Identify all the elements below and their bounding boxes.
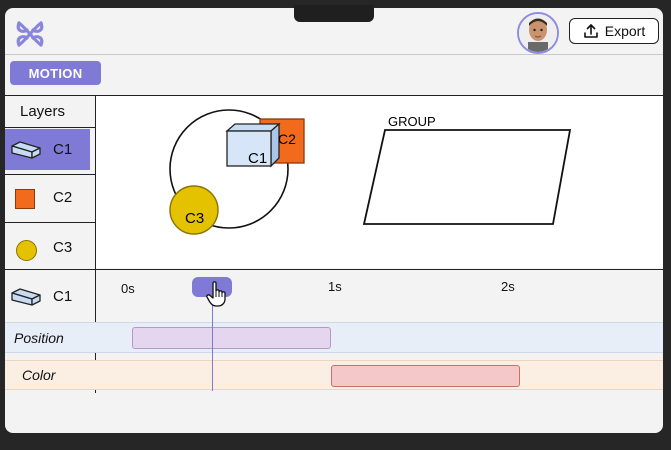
divider bbox=[5, 95, 663, 96]
camera-notch bbox=[294, 5, 374, 22]
layer-item-c1[interactable]: C1 bbox=[5, 129, 90, 170]
layer-label-c2: C2 bbox=[53, 189, 73, 206]
group-parallelogram-shape[interactable] bbox=[362, 129, 572, 225]
divider bbox=[5, 174, 96, 175]
design-canvas[interactable]: C2 C1 C3 GROUP bbox=[96, 96, 663, 268]
tick-0s: 0s bbox=[121, 281, 135, 296]
motion-mode-button[interactable]: MOTION bbox=[10, 61, 101, 85]
layers-title: Layers bbox=[20, 103, 66, 120]
c3-canvas-label: C3 bbox=[185, 210, 205, 227]
app-logo-icon[interactable] bbox=[13, 17, 47, 51]
playhead-line bbox=[212, 292, 213, 391]
layer-label-c1: C1 bbox=[53, 141, 73, 158]
app-screen: Export MOTION Layers C1 C2 bbox=[5, 8, 663, 433]
color-track: Color bbox=[5, 360, 663, 390]
divider bbox=[95, 95, 96, 393]
layer-item-c3[interactable]: C3 bbox=[5, 223, 95, 269]
square-icon bbox=[15, 189, 35, 209]
cube-icon bbox=[11, 288, 41, 306]
export-label: Export bbox=[604, 23, 646, 39]
circle-icon bbox=[16, 240, 37, 261]
timeline-layer-label: C1 bbox=[53, 288, 73, 305]
layer-label-c3: C3 bbox=[53, 239, 73, 256]
user-avatar[interactable] bbox=[517, 12, 559, 54]
c3-circle-shape[interactable] bbox=[169, 185, 219, 235]
divider bbox=[5, 222, 96, 223]
c2-canvas-label: C2 bbox=[278, 131, 296, 147]
color-keyframe-bar[interactable] bbox=[331, 365, 520, 387]
avatar-portrait-icon bbox=[519, 14, 557, 52]
export-button[interactable]: Export bbox=[569, 18, 659, 44]
cube-icon bbox=[11, 141, 41, 159]
position-track-label: Position bbox=[14, 330, 64, 346]
upload-icon bbox=[583, 24, 598, 38]
timeline-layer[interactable]: C1 bbox=[5, 270, 95, 322]
hand-cursor-icon bbox=[206, 281, 226, 307]
group-label: GROUP bbox=[388, 114, 436, 129]
divider bbox=[5, 269, 663, 270]
layer-item-c2[interactable]: C2 bbox=[5, 175, 95, 221]
color-track-label: Color bbox=[22, 367, 56, 383]
canvas-drawing bbox=[169, 109, 572, 235]
position-track: Position bbox=[5, 322, 663, 353]
position-keyframe-bar[interactable] bbox=[132, 327, 331, 349]
tick-1s: 1s bbox=[328, 279, 342, 294]
c1-cube-shape[interactable] bbox=[225, 122, 281, 168]
divider bbox=[5, 127, 96, 128]
tick-2s: 2s bbox=[501, 279, 515, 294]
top-bar: Export bbox=[5, 8, 663, 55]
c1-canvas-label: C1 bbox=[248, 150, 268, 167]
